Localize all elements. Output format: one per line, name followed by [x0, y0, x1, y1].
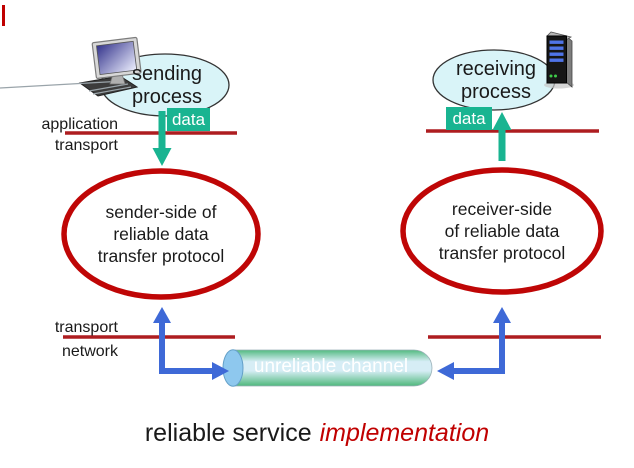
sending-process-label: sending process: [131, 63, 203, 108]
sender-protocol-label: sender-side of reliable data transfer pr…: [97, 202, 225, 266]
receiver-protocol-label: receiver-side of reliable data transfer …: [438, 199, 566, 263]
application-layer-label: application: [41, 116, 119, 133]
caption-text: reliable service: [144, 419, 312, 447]
receiver-protocol-ellipse: [400, 167, 604, 295]
computer-icon: [0, 36, 142, 97]
slide-edge-fragment: [2, 5, 5, 26]
receiver-channel-arrow: [437, 307, 511, 380]
network-layer-label: network: [61, 343, 118, 360]
data-up-arrow: [492, 112, 512, 161]
receiving-process-label: receiving process: [455, 58, 537, 103]
data-badge-sender: data: [167, 108, 210, 131]
server-icon: [544, 31, 574, 89]
unreliable-channel-cylinder: [222, 349, 433, 387]
data-down-arrow: [152, 111, 172, 166]
sender-protocol-ellipse: [61, 168, 261, 300]
transport-layer-label-top: transport: [54, 137, 118, 154]
data-badge-receiver: data: [446, 107, 492, 130]
transport-layer-label-bottom: transport: [54, 319, 118, 336]
caption-emphasis: implementation: [319, 419, 490, 447]
unreliable-channel-label: unreliable channel: [253, 356, 409, 377]
sender-channel-arrow: [153, 307, 229, 380]
